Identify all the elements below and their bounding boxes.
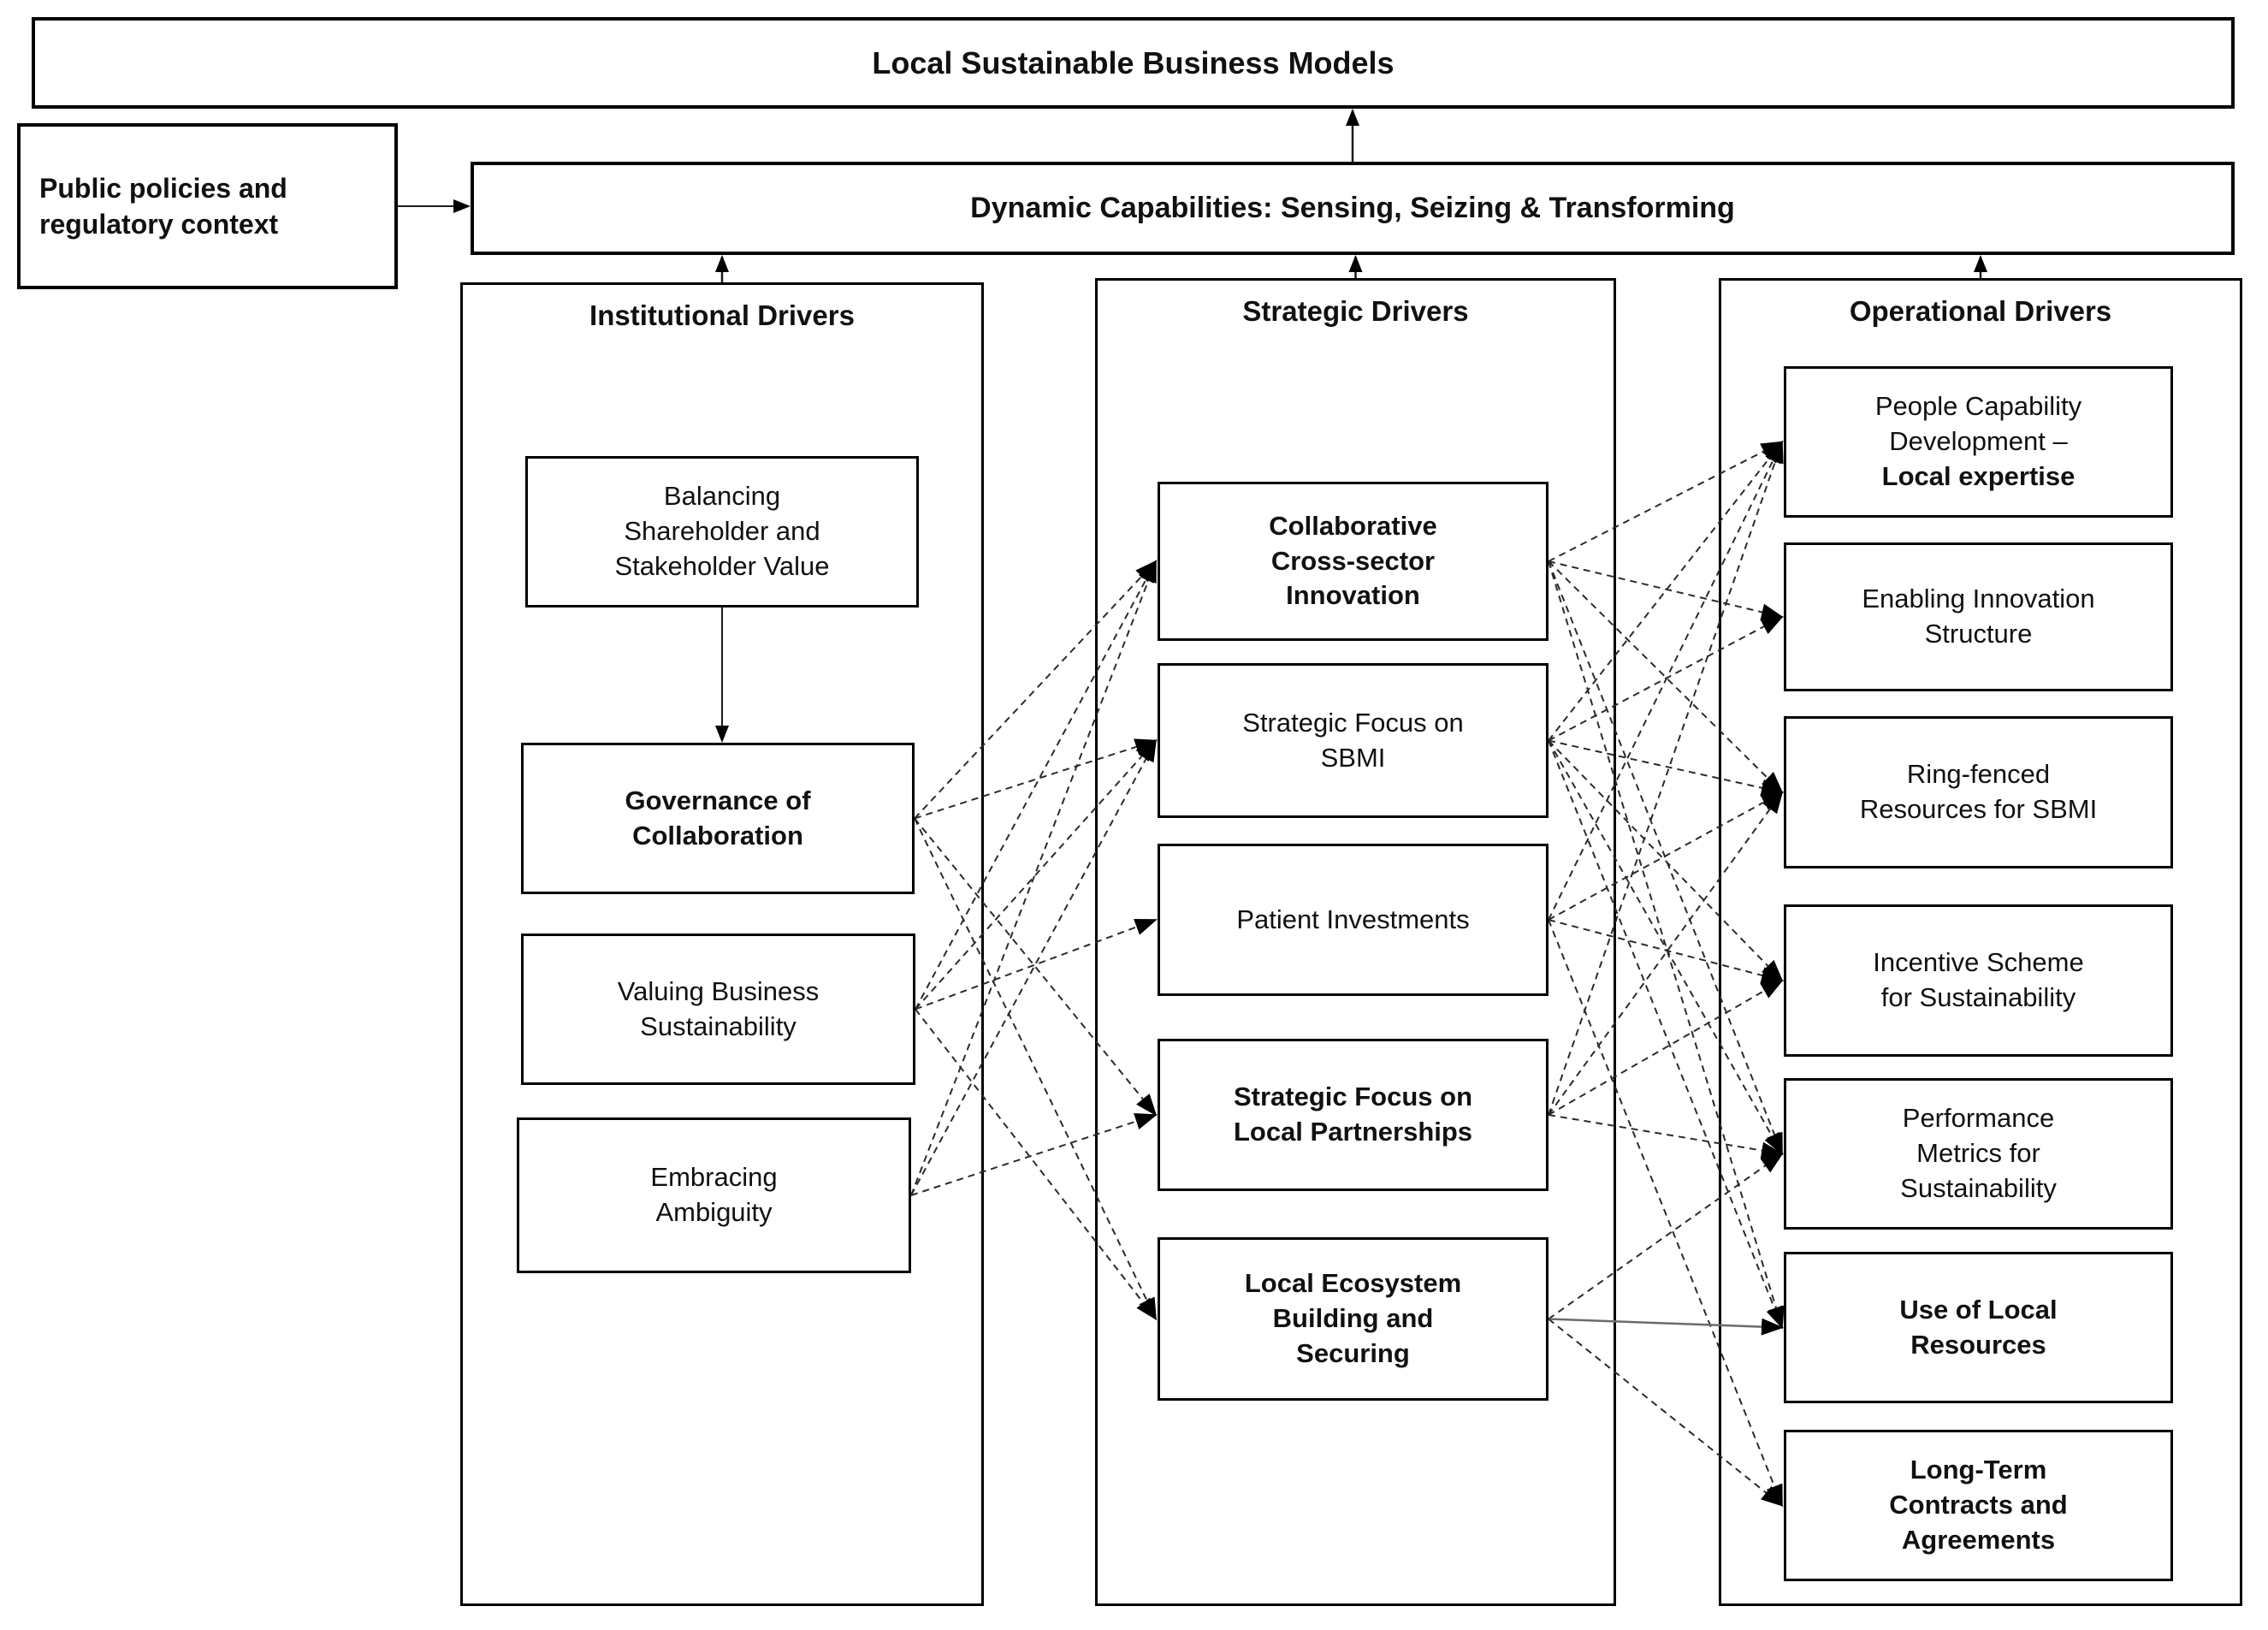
local-ecosystem-building-box: Local Ecosystem Building and Securing (1158, 1237, 1549, 1401)
strategic-drivers-header: Strategic Drivers (1242, 295, 1469, 327)
enabling-innovation-structure-box: Enabling Innovation Structure (1784, 542, 2173, 691)
dynamic-capabilities-box: Dynamic Capabilities: Sensing, Seizing &… (471, 162, 2235, 255)
valuing-business-sustainability-box: Valuing Business Sustainability (521, 934, 915, 1085)
institutional-drivers-header: Institutional Drivers (589, 299, 855, 331)
patient-investments-box: Patient Investments (1158, 844, 1549, 996)
balancing-shareholder-box: Balancing Shareholder and Stakeholder Va… (525, 456, 919, 608)
people-capability-text: People Capability Development – (1874, 391, 2082, 457)
public-policies-box: Public policies and regulatory context (17, 123, 398, 289)
strategic-focus-local-partnerships-box: Strategic Focus on Local Partnerships (1158, 1039, 1549, 1191)
operational-drivers-header: Operational Drivers (1849, 295, 2112, 327)
long-term-contracts-box: Long-Term Contracts and Agreements (1784, 1430, 2173, 1581)
strategic-focus-on-sbmi-box: Strategic Focus on SBMI (1158, 663, 1549, 818)
governance-of-collaboration-box: Governance of Collaboration (521, 743, 915, 894)
use-of-local-resources-box: Use of Local Resources (1784, 1252, 2173, 1403)
ring-fenced-resources-box: Ring-fenced Resources for SBMI (1784, 716, 2173, 868)
incentive-scheme-box: Incentive Scheme for Sustainability (1784, 904, 2173, 1057)
people-capability-development-box: People Capability Development – Local ex… (1784, 366, 2173, 518)
performance-metrics-box: Performance Metrics for Sustainability (1784, 1078, 2173, 1230)
embracing-ambiguity-box: Embracing Ambiguity (517, 1117, 911, 1273)
local-expertise-text: Local expertise (1881, 460, 2076, 491)
diagram-title-box: Local Sustainable Business Models (32, 17, 2235, 109)
collaborative-cross-sector-innovation-box: Collaborative Cross-sector Innovation (1158, 482, 1549, 641)
